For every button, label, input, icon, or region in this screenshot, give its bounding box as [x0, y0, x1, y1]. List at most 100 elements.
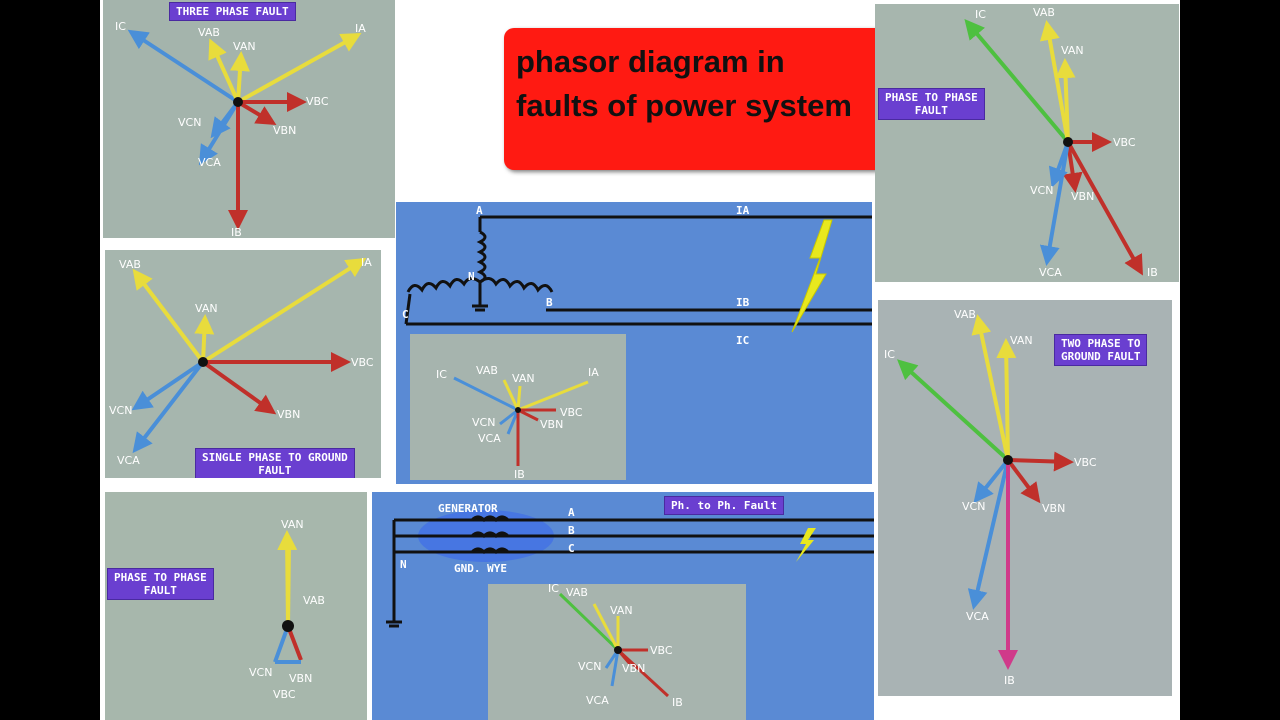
svg-text:B: B	[568, 524, 575, 537]
fault-label: THREE PHASE FAULT	[169, 2, 296, 21]
phasor-ic	[127, 29, 240, 104]
label-vbc: VBC	[306, 95, 329, 108]
phasor-ia	[201, 257, 367, 364]
phasor-vab	[208, 38, 240, 103]
phasor-vbn	[286, 625, 303, 661]
label-van: VAN	[1010, 334, 1033, 347]
label-ia: IA	[355, 22, 366, 35]
phasor-vca	[967, 459, 1010, 610]
label-ib: IB	[1147, 266, 1158, 279]
svg-text:VAB: VAB	[476, 364, 498, 377]
panel-circuit-bottom: GENERATOR GND. WYE A B C N IC VAB VAN VB…	[372, 492, 874, 720]
label-vbc: VBC	[273, 688, 296, 701]
coil-c	[406, 277, 481, 293]
phasor-vbn	[1062, 141, 1083, 193]
phase-to-phase-bottom-phasor-diagram: VAN VAB VCN VBN VBC	[249, 518, 325, 701]
phasor-vbc	[1007, 451, 1074, 472]
phasor-vab	[1039, 20, 1070, 143]
label-vcn: VCN	[1030, 184, 1053, 197]
node-c: C	[402, 308, 409, 321]
panel-three-phase-fault: IC VAB VAN IA VBC VBN VCN VCA IB THREE P…	[103, 0, 395, 238]
single-phase-phasor-diagram: VAB VAN IA VBC VBN VCN VCA	[109, 256, 374, 467]
phasor-vca	[1039, 141, 1070, 266]
phasor-vcn	[131, 360, 205, 411]
title-box: phasor diagram in faults of power system	[504, 28, 948, 170]
title-line-1: phasor diagram in	[516, 44, 785, 79]
svg-text:VAN: VAN	[610, 604, 633, 617]
node-n: N	[468, 270, 475, 283]
label-vbc: VBC	[351, 356, 374, 369]
label-ic: IC	[884, 348, 895, 361]
label-vca: VCA	[117, 454, 140, 467]
svg-text:VCN: VCN	[578, 660, 601, 673]
label-vbn: VBN	[277, 408, 300, 421]
circuit-bottom-diagram: GENERATOR GND. WYE A B C N IC VAB VAN VB…	[386, 502, 874, 720]
phasor-van	[230, 51, 250, 103]
label-ia: IA	[361, 256, 372, 269]
node-b: B	[546, 296, 553, 309]
label-vca: VCA	[198, 156, 221, 169]
label-van: VAN	[233, 40, 256, 53]
label-ic: IC	[115, 20, 126, 33]
label-vbc: VBC	[1113, 136, 1136, 149]
label-vcn: VCN	[249, 666, 272, 679]
label-vbn: VBN	[289, 672, 312, 685]
label-van: VAN	[1061, 44, 1084, 57]
phasor-vbn	[1006, 458, 1041, 504]
coil-a	[476, 230, 487, 284]
lightning-icon	[796, 528, 816, 562]
svg-text:VBN: VBN	[622, 662, 645, 675]
phasor-vbn	[201, 360, 277, 415]
phasor-van	[996, 338, 1017, 461]
phasor-vcn	[973, 458, 1010, 504]
phasor-vab	[132, 268, 205, 364]
label-ib: IB	[1004, 674, 1015, 687]
phase-to-phase-phasor-diagram: IC VAB VAN VBC VBN VCN VCA IB	[964, 6, 1158, 279]
phasor-vbn	[236, 100, 277, 126]
svg-text:VCN: VCN	[472, 416, 495, 429]
phasor-ia	[237, 33, 362, 104]
svg-text:C: C	[568, 542, 575, 555]
svg-text:N: N	[400, 558, 407, 571]
panel-phase-to-phase-top: IC VAB VAN VBC VBN VCN VCA IB PHASE TO P…	[875, 4, 1179, 282]
gnd-label: GND. WYE	[454, 562, 507, 575]
label-vab: VAB	[303, 594, 325, 607]
generator-label: GENERATOR	[438, 502, 498, 515]
svg-text:IA: IA	[588, 366, 599, 379]
title-line-2: faults of power system	[516, 88, 852, 123]
current-b: IB	[736, 296, 750, 309]
svg-text:VAB: VAB	[566, 586, 588, 599]
label-vca: VCA	[1039, 266, 1062, 279]
two-phase-phasor-diagram: IC VAB VAN VBC VBN VCN VCA IB	[884, 308, 1097, 687]
phasor-vca	[132, 360, 205, 454]
svg-text:IB: IB	[514, 468, 525, 481]
coil-b	[479, 277, 554, 293]
current-c: IC	[736, 334, 749, 347]
panel-circuit-top: A B C N IA IB IC IC VAB VAN IA	[396, 202, 872, 484]
label-vbn: VBN	[1071, 190, 1094, 203]
label-ib: IB	[231, 226, 242, 238]
three-phase-phasor-diagram: IC VAB VAN IA VBC VBN VCN VCA IB	[115, 20, 366, 238]
label-vab: VAB	[198, 26, 220, 39]
current-a: IA	[736, 204, 750, 217]
lightning-icon	[791, 219, 833, 333]
label-vcn: VCN	[962, 500, 985, 513]
svg-text:VBC: VBC	[650, 644, 673, 657]
phasor-ic	[897, 359, 1010, 462]
svg-text:A: A	[568, 506, 575, 519]
phasor-vab	[971, 314, 1010, 461]
phasor-vcn	[273, 625, 290, 663]
label-vbn: VBN	[273, 124, 296, 137]
svg-text:VBN: VBN	[540, 418, 563, 431]
label-vca: VCA	[966, 610, 989, 623]
circuit-diagram: A B C N IA IB IC IC VAB VAN IA	[402, 204, 872, 481]
label-vcn: VCN	[178, 116, 201, 129]
label-vcn: VCN	[109, 404, 132, 417]
label-vab: VAB	[119, 258, 141, 271]
panel-single-phase-to-ground: VAB VAN IA VBC VBN VCN VCA SINGLE PHASE …	[105, 250, 381, 478]
panel-two-phase-to-ground: IC VAB VAN VBC VBN VCN VCA IB TWO PHASE …	[878, 300, 1172, 696]
